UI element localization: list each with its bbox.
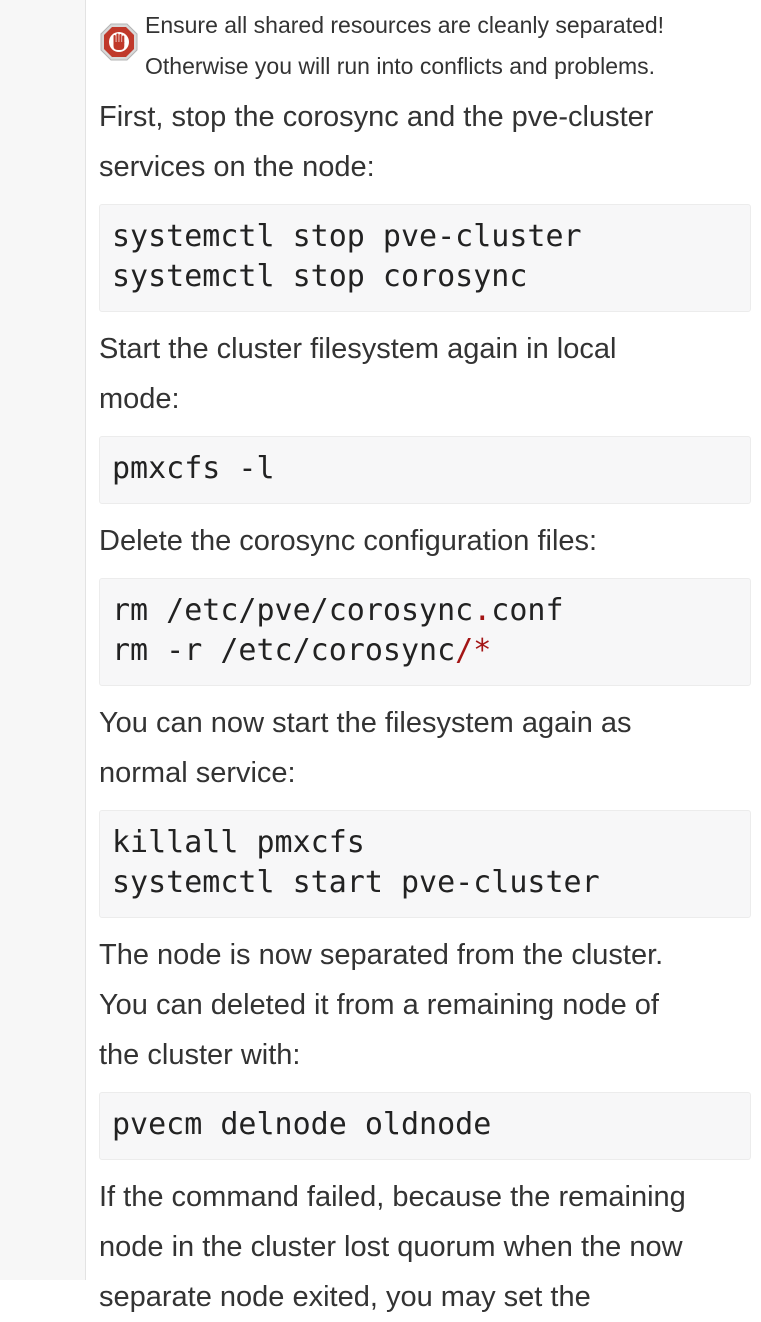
code-line: rm /etc/pve/corosync.conf <box>112 591 738 631</box>
code-line: systemctl start pve-cluster <box>112 865 600 900</box>
code-line: systemctl stop corosync <box>112 259 528 294</box>
code-block-stop-services: systemctl stop pve-cluster systemctl stop… <box>99 204 751 312</box>
code-line: systemctl stop pve-cluster <box>112 219 582 254</box>
text-line: normal service: <box>99 757 296 789</box>
code-line: killall pmxcfs <box>112 825 365 860</box>
code-token-highlight: . <box>473 593 492 628</box>
code-token: rm /etc/pve/corosync <box>112 593 474 628</box>
code-block-local-mode: pmxcfs -l <box>99 436 751 504</box>
paragraph-local-mode: Start the cluster filesystem again in lo… <box>99 324 751 424</box>
paragraph-restart-filesystem: You can now start the filesystem again a… <box>99 698 751 798</box>
text-line: Start the cluster filesystem again in lo… <box>99 333 617 365</box>
paragraph-stop-services: First, stop the corosync and the pve-clu… <box>99 92 751 192</box>
text-line: The node is now separated from the clust… <box>99 939 664 971</box>
paragraph-node-separated: The node is now separated from the clust… <box>99 930 751 1080</box>
admonition-line: Ensure all shared resources are cleanly … <box>145 12 665 38</box>
code-token: conf <box>491 593 564 628</box>
text-line: First, stop the corosync and the pve-clu… <box>99 101 654 133</box>
code-token-highlight: /* <box>455 633 492 668</box>
doc-content: Ensure all shared resources are cleanly … <box>99 0 751 1322</box>
code-block-delnode: pvecm delnode oldnode <box>99 1092 751 1160</box>
text-line: You can now start the filesystem again a… <box>99 707 632 739</box>
stop-hand-icon <box>100 23 138 61</box>
admonition-text: Ensure all shared resources are cleanly … <box>145 5 664 87</box>
text-line: mode: <box>99 383 180 415</box>
code-block-restart-filesystem: killall pmxcfs systemctl start pve-cluste… <box>99 810 751 918</box>
paragraph-command-failed: If the command failed, because the remai… <box>99 1172 751 1322</box>
code-line: pmxcfs -l <box>112 451 275 486</box>
text-line: services on the node: <box>99 151 375 183</box>
text-line: If the command failed, because the remai… <box>99 1181 686 1213</box>
text-line: node in the cluster lost quorum when the… <box>99 1231 683 1263</box>
left-gutter <box>0 0 86 1280</box>
code-token: rm -r /etc/corosync <box>112 633 456 668</box>
paragraph-delete-config: Delete the corosync configuration files: <box>99 516 751 566</box>
text-line: You can deleted it from a remaining node… <box>99 989 659 1021</box>
code-line: rm -r /etc/corosync/* <box>112 631 738 671</box>
admonition-line: Otherwise you will run into conflicts an… <box>145 53 656 79</box>
warning-admonition: Ensure all shared resources are cleanly … <box>99 0 751 84</box>
text-line: the cluster with: <box>99 1039 301 1071</box>
code-line: pvecm delnode oldnode <box>112 1107 492 1142</box>
text-line: Delete the corosync configuration files: <box>99 525 598 557</box>
